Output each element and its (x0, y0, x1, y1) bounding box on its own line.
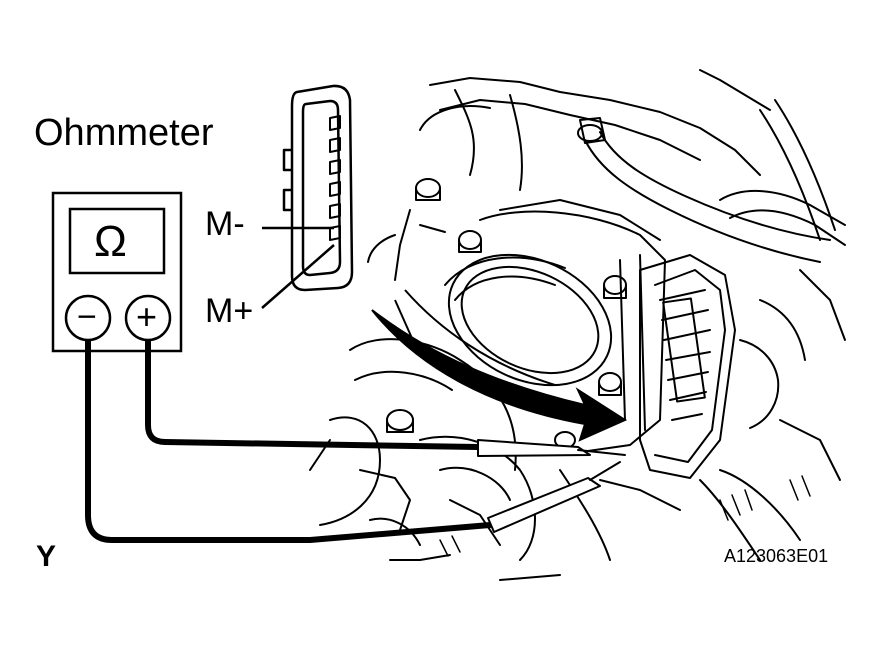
ohmmeter-case (51, 191, 183, 353)
terminal-label-m-plus: M+ (205, 292, 254, 330)
negative-probe (487, 477, 601, 533)
direction-arrow (371, 309, 628, 442)
positive-terminal-symbol: + (136, 296, 158, 337)
m-plus-leader-line (261, 244, 335, 309)
positive-lead-wire (145, 339, 481, 450)
negative-terminal-symbol: − (77, 298, 97, 336)
negative-lead-wire (85, 339, 493, 543)
test-leads (85, 339, 626, 543)
ohmmeter (51, 191, 183, 353)
direction-arrow-highlight (404, 289, 556, 386)
wire-color-code: Y (36, 540, 57, 573)
ohm-symbol: Ω (94, 217, 127, 266)
motor-connector-terminal-view (282, 84, 354, 292)
throttle-body-illustration (309, 69, 846, 581)
figure-code: A123063E01 (724, 546, 829, 566)
terminal-label-m-minus: M- (205, 205, 245, 243)
positive-probe (477, 439, 591, 457)
ohmmeter-display (68, 207, 166, 275)
ohmmeter-title: Ohmmeter (34, 112, 214, 154)
